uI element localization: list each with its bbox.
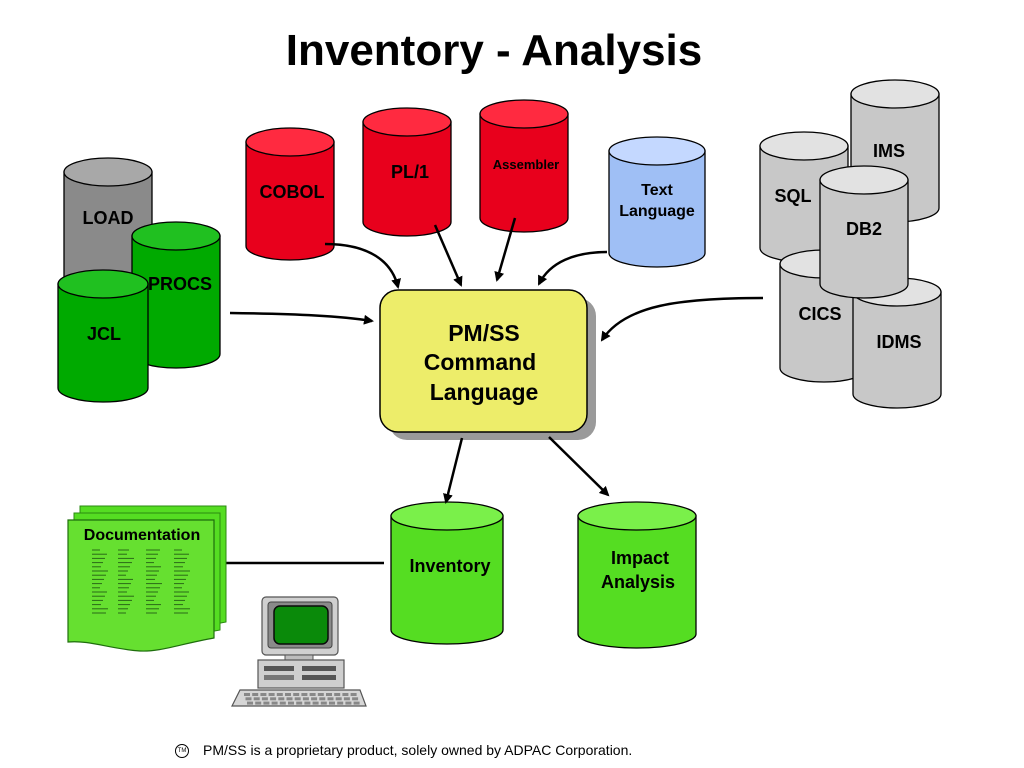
inventory-cylinder: [390, 501, 504, 645]
impact-analysis-cylinder: [577, 501, 697, 649]
inventory-label: Inventory: [409, 556, 490, 576]
load-label: LOAD: [83, 208, 134, 228]
cobol-cylinder: [245, 127, 335, 261]
text-language-label-line1: Text: [641, 182, 673, 199]
pl1-cylinder: [362, 107, 452, 237]
text-language-cylinder: [608, 136, 706, 268]
documentation-pages: Documentation: [67, 505, 227, 652]
arrow-cobol-to-pmss: [324, 242, 401, 289]
assembler-label: Assembler: [493, 157, 559, 172]
keyboard-keys: [244, 693, 360, 705]
impact-label-line1: Impact: [611, 548, 669, 568]
arrow-pmss-to-inventory: [443, 437, 464, 504]
arrow-pmss-to-impact: [548, 436, 610, 497]
cobol-label: COBOL: [260, 182, 325, 202]
documentation-text-lines: [92, 549, 190, 614]
db2-cylinder: [819, 165, 909, 299]
input-arrows: [229, 217, 764, 342]
arrow-pl1-to-pmss: [433, 224, 463, 287]
cics-label: CICS: [798, 304, 841, 324]
sql-label: SQL: [774, 186, 811, 206]
pmss-command-language-box: PM/SS Command Language: [379, 289, 596, 440]
db2-label: DB2: [846, 219, 882, 239]
trademark-icon: TM: [175, 744, 189, 759]
output-arrows: [443, 436, 610, 504]
footer-note: TM PM/SS is a proprietary product, solely…: [175, 742, 633, 759]
arrow-jcl-to-pmss: [229, 311, 374, 325]
cylinder-layer: [57, 79, 942, 649]
jcl-cylinder: [57, 269, 149, 403]
page-title: Inventory - Analysis: [286, 26, 703, 75]
idms-label: IDMS: [877, 332, 922, 352]
computer-terminal-icon: [231, 596, 367, 707]
procs-cylinder: [131, 221, 221, 369]
text-language-label-line2: Language: [619, 203, 695, 220]
impact-label-line2: Analysis: [601, 572, 675, 592]
assembler-cylinder: [479, 99, 569, 233]
pmss-line1: PM/SS: [448, 320, 520, 346]
ims-label: IMS: [873, 141, 905, 161]
arrow-assembler-to-pmss: [494, 217, 517, 282]
load-cylinder: [63, 157, 153, 299]
arrow-text-language-to-pmss: [537, 250, 608, 286]
pmss-line2: Command: [424, 349, 536, 375]
jcl-label: JCL: [87, 324, 121, 344]
footer-text: PM/SS is a proprietary product, solely o…: [203, 742, 633, 758]
documentation-label: Documentation: [84, 527, 200, 544]
arrow-databases-to-pmss: [600, 296, 764, 342]
pmss-line3: Language: [430, 379, 539, 405]
pl1-label: PL/1: [391, 162, 429, 182]
procs-label: PROCS: [148, 274, 212, 294]
